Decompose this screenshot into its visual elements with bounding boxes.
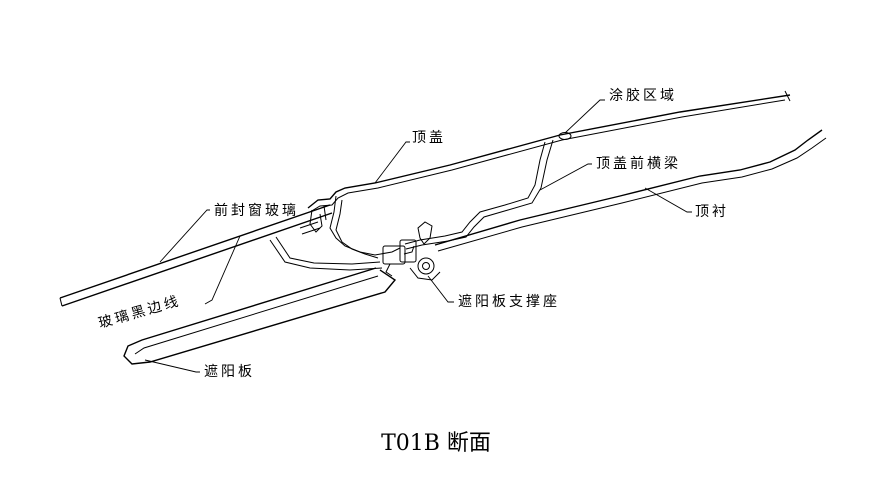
label-sunvisor: 遮阳板 bbox=[204, 364, 255, 380]
windshield-glass bbox=[59, 204, 333, 307]
sunvisor bbox=[123, 236, 397, 365]
sunvisor-bracket bbox=[382, 221, 441, 281]
label-headliner: 顶衬 bbox=[695, 204, 729, 220]
leader-lines bbox=[144, 99, 692, 373]
label-sunvisor-bracket: 遮阳板支撑座 bbox=[458, 294, 560, 310]
headliner bbox=[434, 129, 827, 252]
label-windshield: 前封窗玻璃 bbox=[214, 202, 299, 219]
label-glue-area: 涂胶区域 bbox=[609, 87, 677, 104]
diagram-caption: T01B 断面 bbox=[381, 431, 491, 456]
glass-clip bbox=[299, 205, 327, 235]
roof-front-beam bbox=[329, 139, 554, 259]
label-roof: 顶盖 bbox=[412, 130, 446, 146]
label-roof-front-beam: 顶盖前横梁 bbox=[596, 155, 681, 172]
roof-panel bbox=[307, 90, 791, 213]
label-glass-black-edge: 玻璃黑边线 bbox=[96, 292, 182, 332]
